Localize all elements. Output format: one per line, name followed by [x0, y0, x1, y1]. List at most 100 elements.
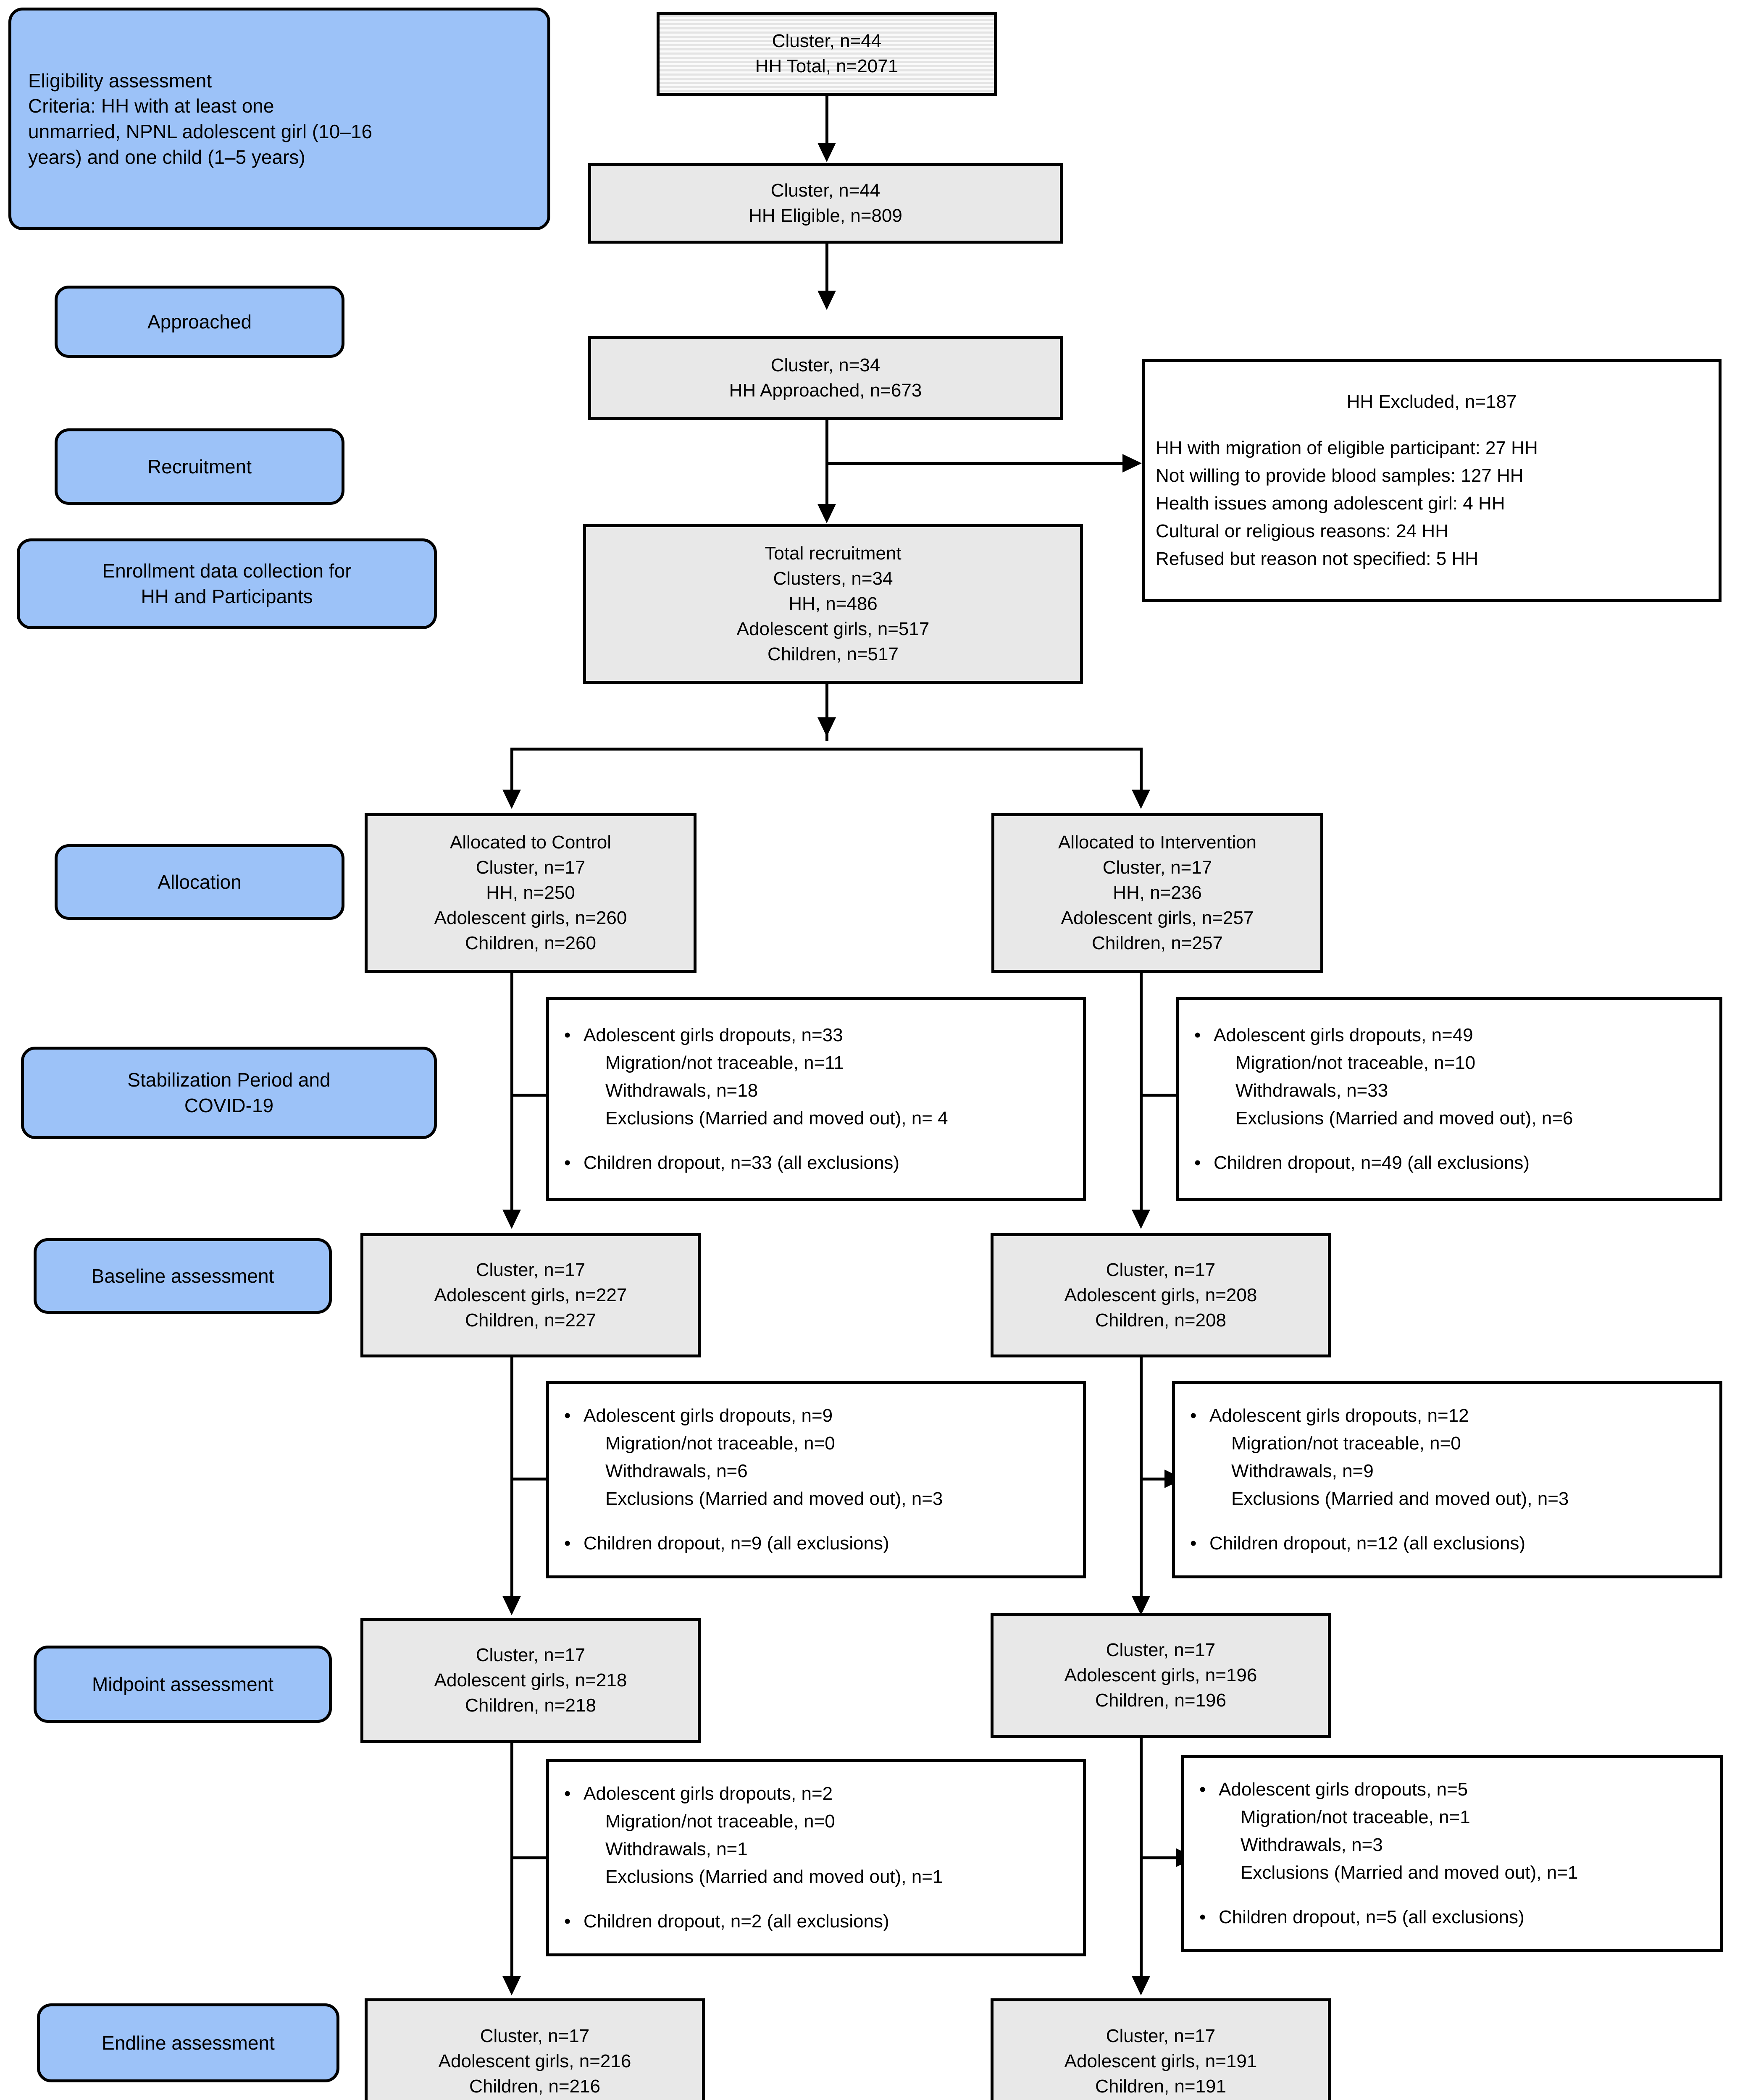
excluded-reason-list: HH with migration of eligible participan…: [1156, 434, 1708, 573]
eligible-line-1: Cluster, n=44: [770, 180, 881, 201]
base-control-withdrawals: Withdrawals, n=6: [605, 1461, 748, 1481]
stage-label-approached: Approached: [55, 286, 344, 358]
base-control-children-row: • Children dropout, n=9 (all exclusions): [564, 1530, 1075, 1557]
arrow-control-to-baseline: [502, 1210, 521, 1229]
dropout-box-stabilization-control: • Adolescent girls dropouts, n=33 Migrat…: [546, 997, 1086, 1201]
bullet-icon: •: [564, 1911, 571, 1932]
alloc-control-line-4: Adolescent girls, n=260: [434, 907, 627, 928]
arrow-int-to-midpoint: [1132, 1596, 1150, 1615]
arrow-split-to-control: [502, 790, 521, 809]
connector-int-baseline-down: [1140, 1357, 1143, 1609]
midpoint-int-line-2: Adolescent girls, n=196: [1064, 1665, 1257, 1686]
connector-int-alloc-down: [1140, 973, 1143, 1225]
stab-control-girls-row: • Adolescent girls dropouts, n=33: [564, 1021, 1075, 1049]
connector-eligible-to-approached: [825, 244, 828, 297]
base-int-sublines: Migration/not traceable, n=0 Withdrawals…: [1231, 1430, 1711, 1513]
connector-recruitment-down: [825, 684, 828, 741]
midpoint-control-line-3: Children, n=218: [465, 1695, 596, 1716]
spacer: [564, 1513, 1075, 1530]
base-int-girls-header: Adolescent girls dropouts, n=12: [1209, 1405, 1469, 1426]
bullet-icon: •: [1194, 1152, 1201, 1173]
base-control-exclusions: Exclusions (Married and moved out), n=3: [605, 1488, 943, 1509]
endline-control-line-3: Children, n=216: [469, 2076, 600, 2097]
baseline-control-line-1: Cluster, n=17: [476, 1260, 586, 1281]
mid-int-girls-header: Adolescent girls dropouts, n=5: [1219, 1779, 1468, 1800]
arrow-int-to-endline: [1132, 1976, 1150, 1995]
excluded-reason-4: Cultural or religious reasons: 24 HH: [1156, 521, 1448, 541]
stab-control-children-row: • Children dropout, n=33 (all exclusions…: [564, 1149, 1075, 1177]
bullet-icon: •: [564, 1152, 571, 1173]
arrow-split-to-intervention: [1132, 790, 1150, 809]
mid-control-children-row: • Children dropout, n=2 (all exclusions): [564, 1908, 1075, 1935]
mid-control-children: Children dropout, n=2 (all exclusions): [584, 1911, 889, 1932]
dropout-box-baseline-control: • Adolescent girls dropouts, n=9 Migrati…: [546, 1381, 1086, 1578]
spacer: [564, 1132, 1075, 1149]
recruitment-label: Recruitment: [147, 455, 252, 478]
baseline-int-line-2: Adolescent girls, n=208: [1064, 1285, 1257, 1306]
stabilization-line-1: Stabilization Period and: [127, 1069, 331, 1091]
bullet-icon: •: [1199, 1779, 1206, 1800]
arrow-control-to-endline: [502, 1976, 521, 1995]
stabilization-line-2: COVID-19: [184, 1095, 274, 1116]
flow-box-eligible-households: Cluster, n=44 HH Eligible, n=809: [588, 163, 1063, 244]
spacer: [1199, 1887, 1712, 1903]
stage-label-baseline: Baseline assessment: [34, 1238, 332, 1314]
stab-control-sublines: Migration/not traceable, n=11 Withdrawal…: [605, 1049, 1075, 1132]
baseline-label: Baseline assessment: [91, 1265, 274, 1287]
excluded-reason-5: Refused but reason not specified: 5 HH: [1156, 549, 1479, 569]
mid-int-exclusions: Exclusions (Married and moved out), n=1: [1241, 1862, 1578, 1883]
base-int-withdrawals: Withdrawals, n=9: [1231, 1461, 1374, 1481]
alloc-control-line-3: HH, n=250: [486, 882, 575, 903]
base-int-exclusions: Exclusions (Married and moved out), n=3: [1231, 1488, 1569, 1509]
stage-label-endline: Endline assessment: [37, 2003, 339, 2082]
arrow-control-to-midpoint: [502, 1596, 521, 1615]
endline-int-line-3: Children, n=191: [1095, 2076, 1226, 2097]
connector-total-to-eligible: [825, 96, 828, 150]
alloc-int-line-2: Cluster, n=17: [1102, 857, 1212, 878]
connector-approached-down: [825, 420, 828, 511]
alloc-control-line-1: Allocated to Control: [450, 832, 611, 853]
mid-int-migration: Migration/not traceable, n=1: [1241, 1807, 1470, 1827]
spacer: [1194, 1132, 1711, 1149]
eligibility-line-1: Eligibility assessment: [28, 69, 212, 92]
mid-control-withdrawals: Withdrawals, n=1: [605, 1839, 748, 1859]
alloc-control-line-2: Cluster, n=17: [476, 857, 586, 878]
allocation-label: Allocation: [158, 871, 242, 893]
recruitment-line-3: HH, n=486: [789, 593, 878, 614]
spacer: [1190, 1513, 1711, 1530]
baseline-int-line-3: Children, n=208: [1095, 1310, 1226, 1331]
stage-label-midpoint: Midpoint assessment: [34, 1646, 332, 1723]
flow-box-midpoint-intervention: Cluster, n=17 Adolescent girls, n=196 Ch…: [991, 1613, 1331, 1738]
stage-label-allocation: Allocation: [55, 844, 344, 920]
stab-int-sublines: Migration/not traceable, n=10 Withdrawal…: [1235, 1049, 1711, 1132]
dropout-box-midpoint-control: • Adolescent girls dropouts, n=2 Migrati…: [546, 1759, 1086, 1956]
enrollment-line-1: Enrollment data collection for: [102, 560, 352, 582]
dropout-box-midpoint-intervention: • Adolescent girls dropouts, n=5 Migrati…: [1181, 1755, 1723, 1952]
connector-int-midpoint-down: [1140, 1738, 1143, 1990]
stab-int-children: Children dropout, n=49 (all exclusions): [1214, 1152, 1530, 1173]
midpoint-int-line-1: Cluster, n=17: [1106, 1640, 1216, 1661]
stage-label-eligibility: Eligibility assessment Criteria: HH with…: [8, 8, 550, 230]
stage-label-recruitment: Recruitment: [55, 428, 344, 505]
stab-int-exclusions: Exclusions (Married and moved out), n=6: [1235, 1108, 1573, 1129]
alloc-int-line-5: Children, n=257: [1092, 932, 1223, 953]
stage-label-enrollment: Enrollment data collection for HH and Pa…: [17, 538, 437, 629]
flow-box-total-recruitment: Total recruitment Clusters, n=34 HH, n=4…: [583, 524, 1083, 684]
bullet-icon: •: [564, 1024, 571, 1045]
base-int-children: Children dropout, n=12 (all exclusions): [1209, 1533, 1526, 1554]
connector-int-to-dropout-2: [1140, 1478, 1165, 1480]
alloc-int-line-3: HH, n=236: [1113, 882, 1202, 903]
stab-int-girls-row: • Adolescent girls dropouts, n=49: [1194, 1021, 1711, 1049]
stab-control-exclusions: Exclusions (Married and moved out), n= 4: [605, 1108, 948, 1129]
stab-int-children-row: • Children dropout, n=49 (all exclusions…: [1194, 1149, 1711, 1177]
stab-control-migration: Migration/not traceable, n=11: [605, 1052, 844, 1073]
flow-box-allocated-control: Allocated to Control Cluster, n=17 HH, n…: [365, 813, 697, 973]
mid-int-children: Children dropout, n=5 (all exclusions): [1219, 1907, 1524, 1927]
base-control-migration: Migration/not traceable, n=0: [605, 1433, 835, 1454]
midpoint-control-line-1: Cluster, n=17: [476, 1645, 586, 1666]
mid-control-sublines: Migration/not traceable, n=0 Withdrawals…: [605, 1808, 1075, 1891]
dropout-box-baseline-intervention: • Adolescent girls dropouts, n=12 Migrat…: [1172, 1381, 1722, 1578]
stab-control-girls-header: Adolescent girls dropouts, n=33: [584, 1024, 843, 1045]
midpoint-int-line-3: Children, n=196: [1095, 1690, 1226, 1711]
endline-int-line-1: Cluster, n=17: [1106, 2026, 1216, 2047]
